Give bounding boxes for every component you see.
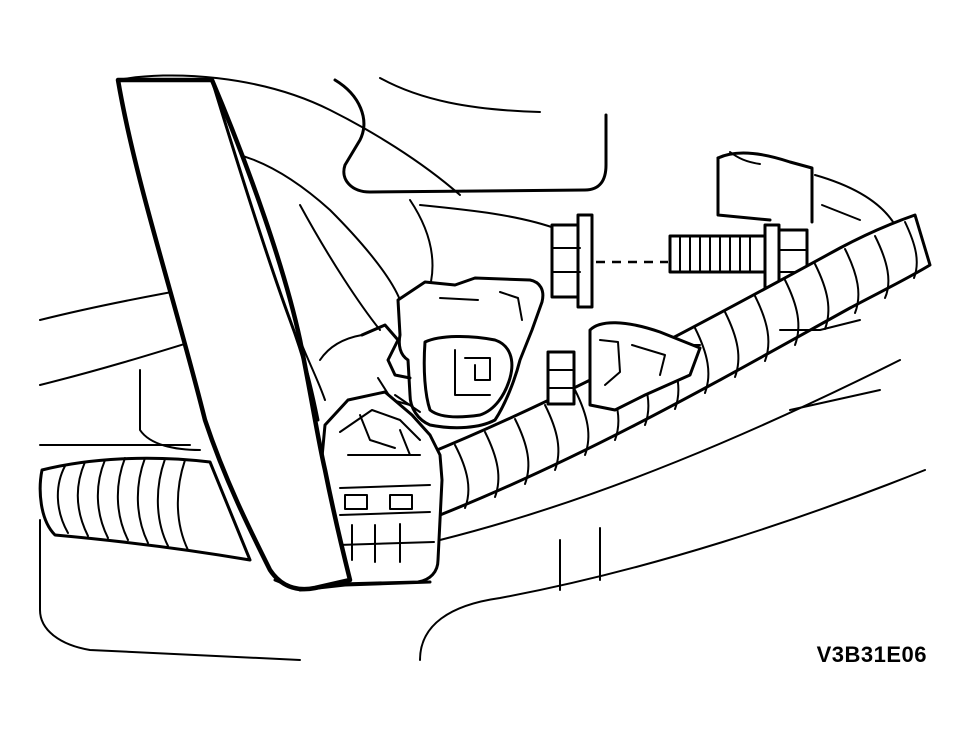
- figure-code: V3B31E06: [816, 642, 927, 667]
- connector-bracket: [546, 321, 702, 412]
- flange-nut: [550, 213, 594, 309]
- wiring-harness-left: [38, 456, 301, 661]
- sensor-connector: [319, 276, 545, 430]
- mounting-bracket: [716, 151, 896, 226]
- harness-clip: [115, 77, 432, 592]
- lower-frame: [419, 319, 926, 661]
